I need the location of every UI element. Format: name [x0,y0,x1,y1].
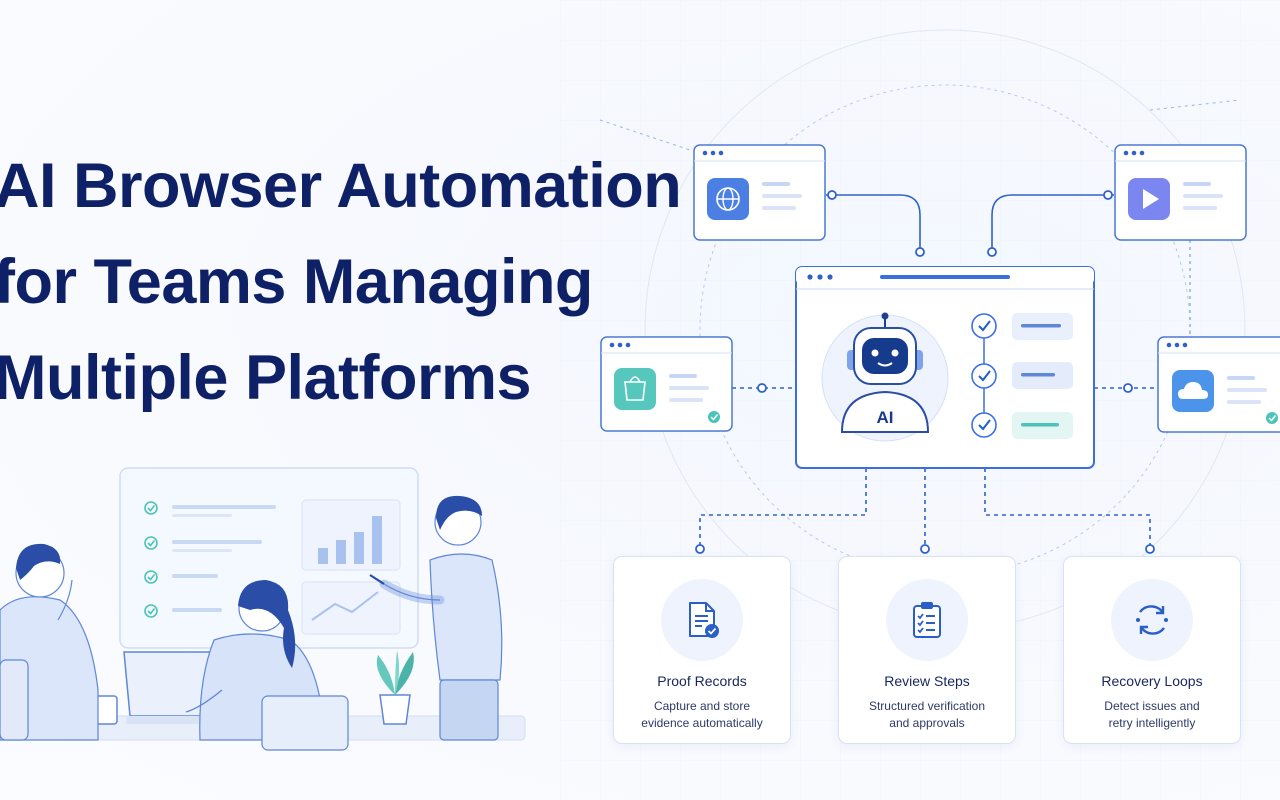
ai-hub-window: AI [795,266,1095,469]
feature-title: Recovery Loops [1101,673,1203,689]
connector-nodes [695,190,1155,554]
team-illustration [0,467,526,751]
headline-line-2: for Teams Managing [0,247,593,317]
feature-card-review-steps: Review Steps Structured verification and… [838,556,1016,744]
feature-description-line: Structured verification [868,699,986,713]
platform-window-video [1114,144,1247,241]
feature-icon-circle [661,579,743,661]
orbit-dashed-arc [699,84,1191,576]
decorative-dashed-line [599,119,691,151]
headline-line-1: AI Browser Automation [0,151,682,221]
clipboard-checklist-icon [913,602,941,638]
ai-badge-label: AI [877,408,894,427]
feature-card-recovery-loops: Recovery Loops Detect issues and retry i… [1063,556,1241,744]
feature-icon-circle [886,579,968,661]
platform-window-web [693,144,826,241]
feature-description: Structured verification and approvals [847,698,1007,732]
feature-description-line: evidence automatically [641,716,763,730]
feature-description: Capture and store evidence automatically [622,698,782,732]
document-check-icon [689,602,719,638]
feature-icon-circle [1111,579,1193,661]
feature-title: Proof Records [657,673,747,689]
platform-window-cloud [1157,336,1280,433]
feature-card-proof-records: Proof Records Capture and store evidence… [613,556,791,744]
refresh-cycle-icon [1136,605,1168,635]
headline-line-3: Multiple Platforms [0,343,532,413]
headline: AI Browser Automation for Teams Managing… [0,138,682,426]
decorative-dashed-line [1149,99,1241,111]
feature-title: Review Steps [884,673,970,689]
feature-description-line: and approvals [889,716,965,730]
feature-description-line: Detect issues and [1104,699,1200,713]
shopping-bag-icon [614,368,656,410]
feature-description: Detect issues and retry intelligently [1072,698,1232,732]
feature-description-line: retry intelligently [1108,716,1196,730]
feature-description-line: Capture and store [653,699,751,713]
robot-icon [840,312,930,433]
platform-window-shop [600,336,733,432]
